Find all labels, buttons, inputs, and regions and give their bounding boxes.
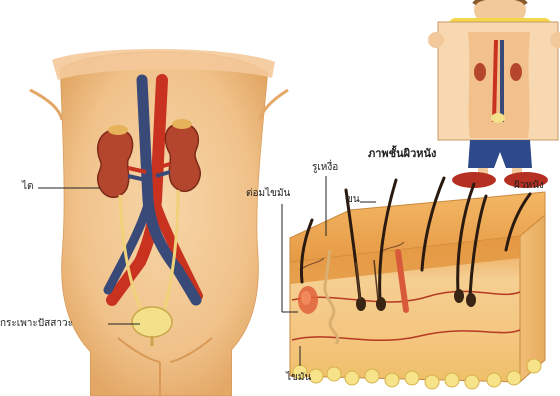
skin-label: ผิวหนัง bbox=[514, 180, 544, 192]
sweat-pore-label: รูเหงื่อ bbox=[312, 162, 338, 174]
sebaceous-gland-label: ต่อมไขมัน bbox=[246, 188, 290, 200]
skin-section-title: ภาพชั้นผิวหนัง bbox=[368, 148, 436, 160]
skin-cross-section bbox=[290, 178, 545, 389]
hair-label: ขน bbox=[346, 194, 360, 206]
kidney-label: ไต bbox=[22, 181, 34, 193]
bladder-label: กระเพาะปัสสาวะ bbox=[0, 318, 73, 330]
sebaceous-gland bbox=[298, 286, 318, 314]
boy-holding-anatomy-poster-icon bbox=[428, 0, 560, 188]
fat-label: ไขมัน bbox=[286, 372, 311, 384]
